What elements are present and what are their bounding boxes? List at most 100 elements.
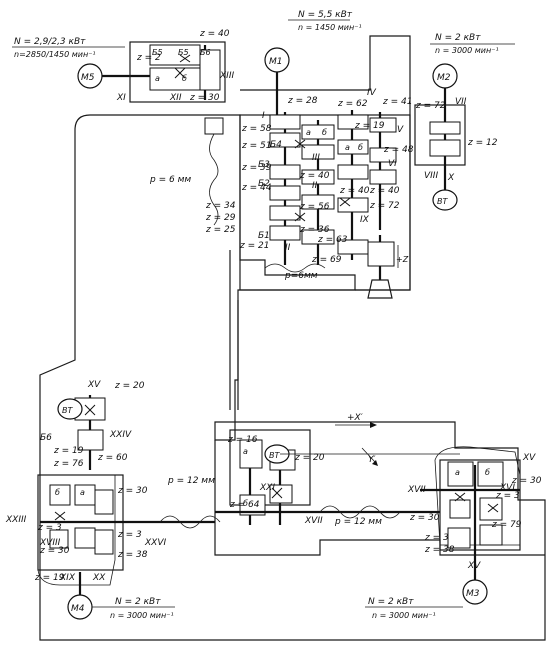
diagram-label: б: [485, 468, 490, 477]
main-gearbox: [239, 114, 411, 291]
right-feed-gearbox: [439, 459, 521, 551]
m1-speed: n = 1450 мин⁻¹: [298, 23, 362, 32]
diagram-label: M1: [269, 57, 283, 67]
diagram-label: б: [358, 143, 363, 152]
diagram-label: M2: [437, 73, 451, 83]
diagram-label: z = 44: [241, 183, 272, 193]
cross-lead-screw: [319, 505, 401, 519]
diagram-label: z = 62: [337, 99, 368, 109]
m4-power: N = 2 кВт: [115, 597, 161, 607]
diagram-label: z = 3: [117, 530, 142, 540]
diagram-label: Б4: [270, 140, 282, 150]
brake-vt-left: ВТ: [57, 398, 83, 420]
diagram-label: M3: [466, 589, 480, 599]
diagram-label: z = 38: [117, 550, 148, 560]
diagram-label: z = 41: [382, 97, 412, 107]
diagram-label: z = 12: [467, 138, 498, 148]
m4-speed: n = 3000 мин⁻¹: [110, 611, 174, 620]
diagram-label: z = 29: [205, 213, 236, 223]
diagram-label: XVII: [304, 516, 323, 526]
m2-power: N = 2 кВт: [435, 33, 481, 43]
gear-block-II: [301, 124, 335, 245]
diagram-label: z = 2: [136, 53, 161, 63]
diagram-label: z = 20: [114, 381, 145, 391]
diagram-label: Б1: [258, 231, 270, 241]
diagram-label: III: [312, 153, 320, 163]
diagram-label: z = 20: [294, 453, 325, 463]
diagram-label: z = 39: [241, 163, 272, 173]
diagram-label: ВТ: [269, 451, 280, 460]
diagram-label: а: [345, 143, 350, 152]
diagram-label: M4: [71, 604, 85, 614]
diagram-label: z = 40: [199, 29, 230, 39]
motor-m3: M3: [462, 579, 488, 605]
diagram-label: p = 12 мм: [334, 517, 382, 527]
diagram-label: XIII: [219, 71, 234, 81]
diagram-label: а: [455, 468, 460, 477]
diagram-label: z = 30: [409, 513, 440, 523]
diagram-label: XIX: [59, 573, 76, 583]
gear-block-I: [269, 114, 301, 241]
diagram-label: IX: [360, 215, 370, 225]
diagram-label: а: [155, 74, 160, 83]
diagram-label: Б6: [40, 433, 52, 443]
diagram-label: II: [285, 243, 291, 253]
diagram-label: z = 30: [189, 93, 220, 103]
m5-speed: n=2850/1450 мин⁻¹: [14, 50, 96, 59]
diagram-label: p=6мм: [284, 271, 318, 281]
diagram-label: XII: [169, 93, 182, 103]
diagram-label: z = 40: [299, 171, 330, 181]
inner-column: [229, 250, 239, 410]
diagram-label: z = 40: [339, 186, 370, 196]
diagram-label: б: [55, 488, 60, 497]
diagram-label: XXIII: [5, 515, 27, 525]
diagram-label: z = 40: [369, 186, 400, 196]
diagram-label: XVII: [407, 485, 426, 495]
diagram-label: Б6: [200, 48, 211, 57]
diagram-label: z = 64: [229, 500, 260, 510]
diagram-label: z = 3: [37, 523, 62, 533]
diagram-label: z = 3: [424, 533, 449, 543]
diagram-label: а: [306, 128, 311, 137]
diagram-label: Б5: [178, 48, 189, 57]
m3-power: N = 2 кВт: [368, 597, 414, 607]
diagram-label: X: [447, 173, 455, 183]
diagram-label: б: [182, 74, 187, 83]
diagram-label: z = 51: [241, 141, 271, 151]
diagram-label: z = 30: [511, 476, 542, 486]
gear-block-V: [369, 117, 397, 185]
diagram-label: p = 6 мм: [149, 175, 191, 185]
table-outline: [214, 440, 545, 556]
brake-vt-right: ВТ: [432, 189, 458, 211]
diagram-label: z = 60: [97, 453, 128, 463]
diagram-label: z = 16: [227, 435, 258, 445]
spindle-box-housing: [129, 41, 226, 103]
diagram-label: IV: [367, 88, 377, 98]
diagram-label: I: [262, 111, 265, 121]
diagram-label: z = 28: [287, 96, 318, 106]
vertical-lead-screw: [209, 133, 219, 226]
diagram-label: z = 56: [299, 202, 330, 212]
diagram-label: z = 25: [205, 225, 236, 235]
motor-m1: M1: [264, 47, 290, 115]
longitudinal-lead-screw: [159, 515, 221, 529]
diagram-label: z = 69: [311, 255, 342, 265]
diagram-label: z = 19: [53, 446, 84, 456]
diagram-label: Б3: [258, 160, 270, 170]
diagram-label: XXI: [259, 483, 275, 493]
diagram-label: z = 79: [491, 520, 522, 530]
diagram-label: XX: [92, 573, 106, 583]
diagram-label: XV: [522, 453, 536, 463]
diagram-label: z = 58: [241, 124, 272, 134]
diagram-label: +X′: [347, 413, 363, 423]
diagram-label: Б2: [258, 179, 270, 189]
diagram-label: XV: [87, 380, 101, 390]
diagram-label: Б5: [152, 48, 163, 57]
motor-m5: M5: [77, 63, 150, 89]
diagram-label: VII: [455, 97, 467, 107]
diagram-label: z = 3: [495, 491, 520, 501]
motor-m2: M2: [432, 63, 458, 115]
diagram-label: z = 21: [239, 241, 269, 251]
m3-speed: n = 3000 мин⁻¹: [372, 611, 436, 620]
